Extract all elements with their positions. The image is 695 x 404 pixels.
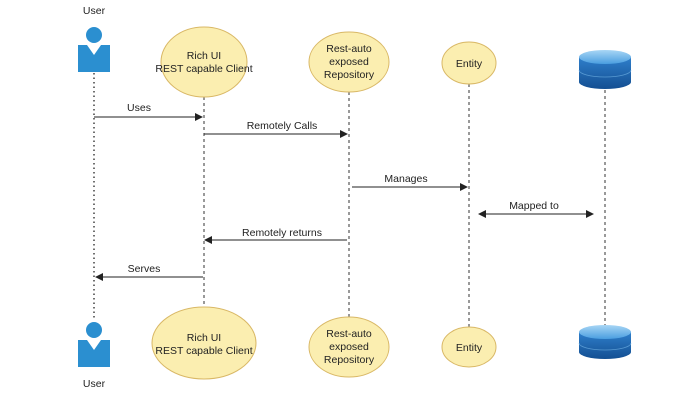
client-node-top: Rich UI REST capable Client <box>155 26 253 98</box>
client-label-bottom-line1: Rich UI <box>187 332 221 344</box>
user-label-bottom: User <box>83 378 106 390</box>
message-remotely-calls-label: Remotely Calls <box>247 120 318 132</box>
repository-label-line3: Repository <box>324 69 375 81</box>
user-icon <box>78 27 110 72</box>
database-cylinder-icon-bottom <box>578 325 632 359</box>
repository-node-bottom: Rest-auto exposed Repository <box>308 316 390 378</box>
message-manages-label: Manages <box>384 173 427 185</box>
user-label-top: User <box>83 5 106 17</box>
message-mapped-to-label: Mapped to <box>509 200 559 212</box>
client-label-line1: Rich UI <box>187 50 221 62</box>
client-label-line2: REST capable Client <box>155 63 252 75</box>
client-node-bottom: Rich UI REST capable Client <box>151 306 257 380</box>
entity-label-top: Entity <box>456 58 483 70</box>
client-label-bottom-line2: REST capable Client <box>155 345 252 357</box>
repository-label-bottom-line1: Rest-auto <box>326 328 372 340</box>
repository-label-line2: exposed <box>329 56 369 68</box>
message-uses-label: Uses <box>127 102 151 114</box>
entity-node-bottom: Entity <box>441 326 497 368</box>
message-serves-label: Serves <box>128 263 161 275</box>
entity-label-bottom: Entity <box>456 342 483 354</box>
repository-node-top: Rest-auto exposed Repository <box>308 31 390 93</box>
repository-label-bottom-line3: Repository <box>324 354 375 366</box>
repository-label-line1: Rest-auto <box>326 43 372 55</box>
entity-node-top: Entity <box>441 41 497 85</box>
database-cylinder-icon <box>578 50 632 89</box>
user-icon-bottom <box>78 322 110 367</box>
message-remotely-returns-label: Remotely returns <box>242 227 322 239</box>
repository-label-bottom-line2: exposed <box>329 341 369 353</box>
